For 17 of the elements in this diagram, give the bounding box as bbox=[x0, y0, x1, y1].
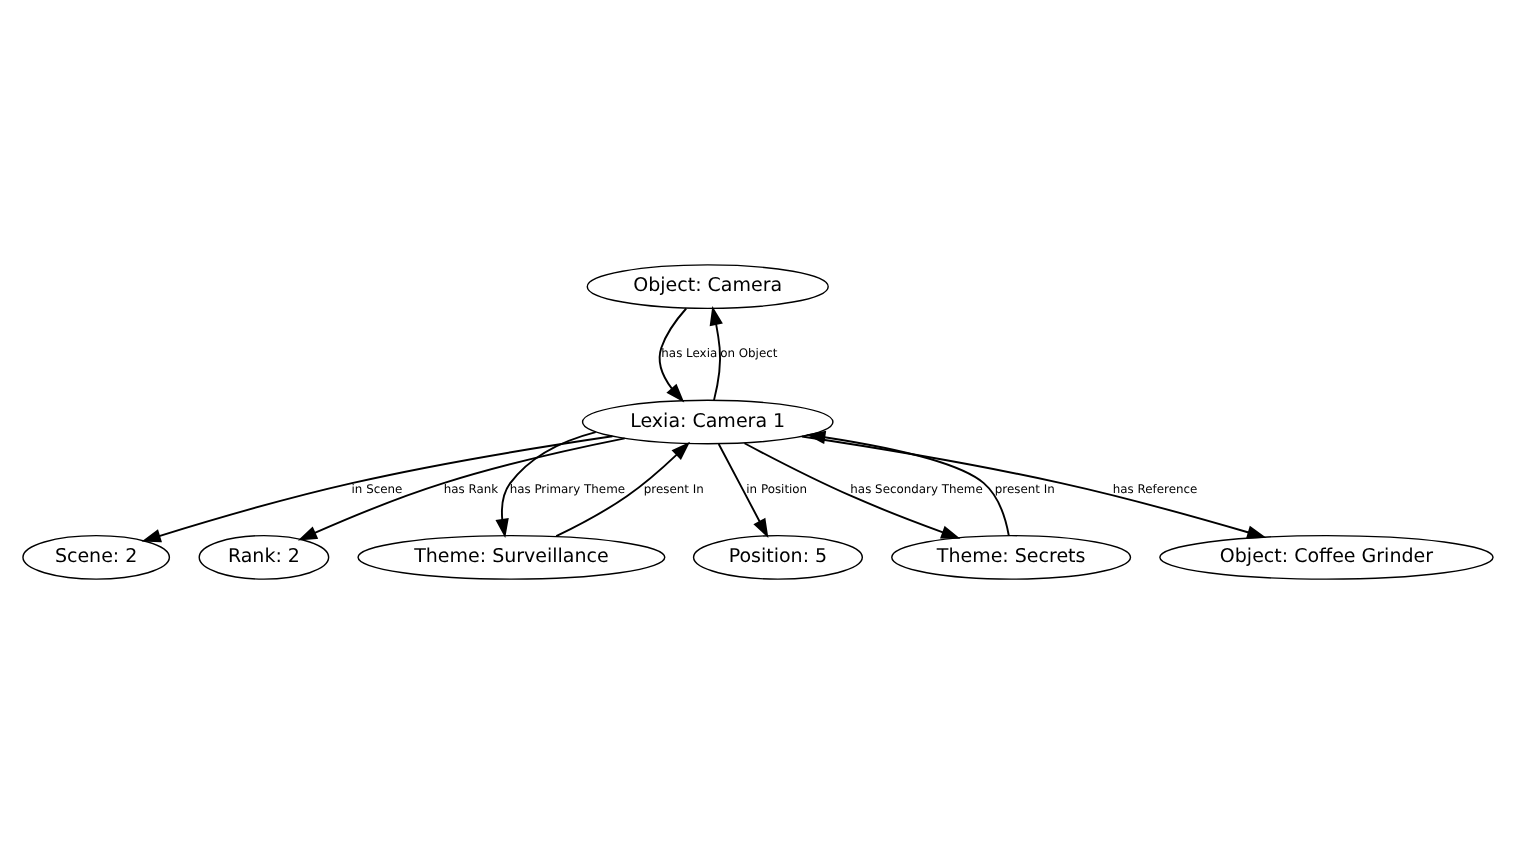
node-ellipse: Position: 5 bbox=[692, 534, 864, 580]
arrow bbox=[555, 441, 691, 538]
node-ellipse: Object: Camera bbox=[586, 264, 829, 310]
node-ellipse: Theme: Secrets bbox=[891, 534, 1132, 580]
node-ellipse: Theme: Surveillance bbox=[357, 534, 666, 580]
arrow bbox=[658, 307, 688, 403]
node-ellipse: Rank: 2 bbox=[198, 534, 330, 580]
node-ellipse: Object: Coffee Grinder bbox=[1159, 534, 1494, 580]
arrow bbox=[297, 437, 626, 541]
arrow bbox=[806, 430, 1010, 537]
arrow bbox=[717, 443, 769, 539]
arrow bbox=[709, 305, 723, 402]
arrow bbox=[495, 431, 597, 539]
arrow bbox=[801, 435, 1267, 539]
arrow bbox=[141, 435, 614, 543]
arrow bbox=[743, 442, 961, 539]
node-ellipse: Scene: 2 bbox=[22, 534, 171, 580]
